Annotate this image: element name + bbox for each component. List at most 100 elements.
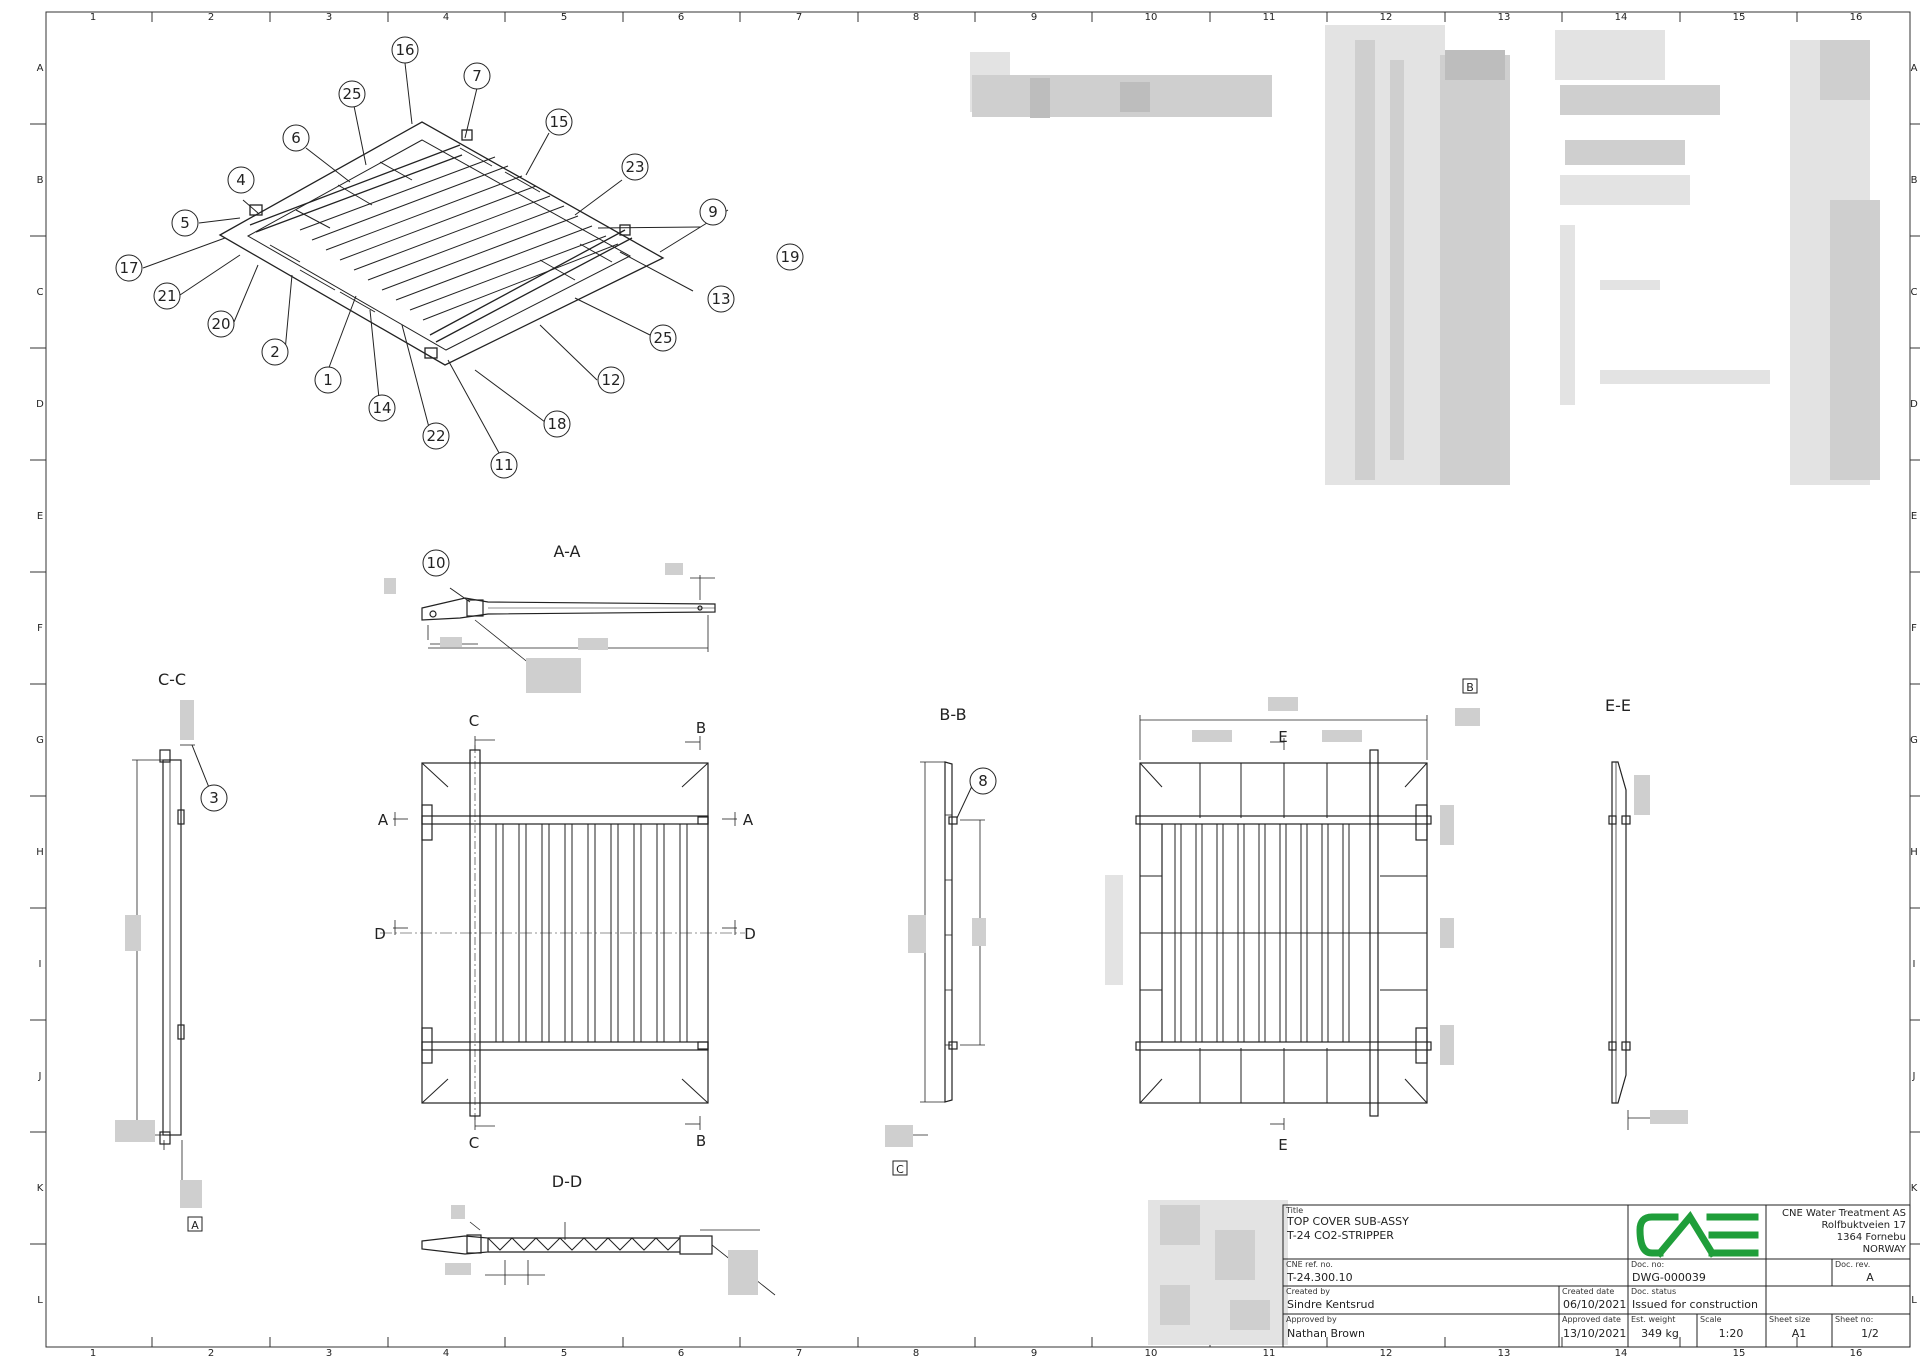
row-c-right: C (1911, 287, 1918, 298)
section-bb-label: B-B (939, 705, 966, 724)
cne-logo-c (1636, 1213, 1679, 1257)
callout-1: 1 (314, 366, 342, 394)
row-l-right: L (1911, 1295, 1917, 1306)
datum-c-label: C (896, 1163, 904, 1176)
datum-box-c: C (892, 1160, 908, 1176)
row-h-right: H (1910, 847, 1918, 858)
section-ee: E-E (1605, 696, 1650, 1130)
callout-1-label: 1 (323, 371, 333, 389)
tb-created-date-label: Created date (1562, 1287, 1614, 1296)
col-10-bottom: 10 (1145, 1348, 1158, 1359)
section-aa-label: A-A (554, 542, 581, 561)
tb-scale-value: 1:20 (1719, 1327, 1744, 1340)
callout-22-label: 22 (426, 427, 445, 445)
bb-profile (944, 761, 953, 1103)
callout-23: 23 (621, 153, 649, 181)
col-4-top: 4 (443, 12, 449, 23)
callout-6: 6 (282, 124, 310, 152)
row-e-right: E (1911, 511, 1917, 522)
col-5-top: 5 (561, 12, 567, 23)
callout-7: 7 (463, 62, 491, 90)
row-l-left: L (37, 1295, 43, 1306)
row-j-left: J (38, 1071, 42, 1082)
col-5-bottom: 5 (561, 1348, 567, 1359)
iso-callouts: 16 7 25 15 6 23 4 9 5 19 17 13 21 25 20 … (115, 36, 804, 479)
section-cc: C-C (132, 670, 213, 1190)
callout-5: 5 (171, 209, 199, 237)
section-dd: D-D (421, 1172, 776, 1296)
plan-cut-a-left: A (378, 811, 389, 829)
row-d-left: D (36, 399, 44, 410)
row-j-right: J (1912, 1071, 1916, 1082)
tb-ref-label: CNE ref. no. (1286, 1260, 1333, 1269)
callout-23-label: 23 (625, 158, 644, 176)
col-13-bottom: 13 (1498, 1348, 1511, 1359)
redacted-cc-dims (115, 700, 202, 1208)
row-e-left: E (37, 511, 43, 522)
frame-row-letters-left: A B C D E F G H I J K L (36, 63, 44, 1306)
col-3-top: 3 (326, 12, 332, 23)
col-12-bottom: 12 (1380, 1348, 1393, 1359)
row-i-left: I (39, 959, 42, 970)
row-h-left: H (36, 847, 44, 858)
iso-back-beam-1 (249, 144, 461, 226)
tb-docrev-label: Doc. rev. (1835, 1260, 1870, 1269)
iso-slats (299, 156, 619, 321)
row-k-right: K (1911, 1183, 1918, 1194)
plan2-top-cells (1140, 763, 1427, 1103)
row-f-left: F (37, 623, 43, 634)
plan-cut-b-top: B (696, 719, 706, 737)
row-b-right: B (1911, 175, 1918, 186)
section-dd-label: D-D (552, 1172, 582, 1191)
tb-created-by-label: Created by (1286, 1287, 1330, 1296)
cne-logo (1636, 1211, 1759, 1258)
row-f-right: F (1911, 623, 1917, 634)
tb-company-name: CNE Water Treatment AS (1782, 1208, 1906, 1219)
frame-column-numbers-top: 1 2 3 4 5 6 7 8 9 10 11 12 13 14 15 16 (90, 12, 1863, 23)
title-block-text: Title TOP COVER SUB-ASSY T-24 CO2-STRIPP… (1285, 1206, 1907, 1340)
callout-20: 20 (207, 310, 235, 338)
ee-profile (1611, 761, 1627, 1104)
col-3-bottom: 3 (326, 1348, 332, 1359)
row-g-left: G (36, 735, 44, 746)
callout-25b: 25 (649, 324, 677, 352)
col-10-top: 10 (1145, 12, 1158, 23)
isometric-view (218, 121, 665, 366)
plan2-cut-labels: E E (1278, 728, 1287, 1154)
row-c-left: C (37, 287, 44, 298)
plan-cut-d-right: D (744, 925, 756, 943)
iso-front-beam-2 (435, 237, 633, 343)
callout-14-label: 14 (372, 399, 391, 417)
plan-cut-labels: C C B B A A D D (374, 712, 756, 1152)
col-15-bottom: 15 (1733, 1348, 1746, 1359)
tb-docno-value: DWG-000039 (1632, 1271, 1706, 1284)
callout-12-label: 12 (601, 371, 620, 389)
callout-7-label: 7 (472, 67, 482, 85)
callout-4: 4 (227, 166, 255, 194)
tb-title-line2: T-24 CO2-STRIPPER (1286, 1229, 1394, 1242)
col-6-top: 6 (678, 12, 684, 23)
redacted-bb-dims (885, 915, 986, 1147)
iso-back-beam-2 (255, 154, 463, 233)
redacted-aa-dims (384, 563, 683, 693)
callout-19: 19 (776, 243, 804, 271)
callout-22: 22 (422, 422, 450, 450)
col-12-top: 12 (1380, 12, 1393, 23)
callout-4-label: 4 (236, 171, 246, 189)
col-14-top: 14 (1615, 12, 1628, 23)
redacted-ee-dims (1634, 775, 1688, 1124)
col-9-top: 9 (1031, 12, 1037, 23)
callout-8-label: 8 (978, 772, 988, 790)
callout-25a-label: 25 (342, 85, 361, 103)
col-2-bottom: 2 (208, 1348, 214, 1359)
col-6-bottom: 6 (678, 1348, 684, 1359)
callout-10-label: 10 (426, 554, 445, 572)
col-7-bottom: 7 (796, 1348, 802, 1359)
redacted-stamp (1148, 1200, 1288, 1345)
tb-title-line1: TOP COVER SUB-ASSY (1286, 1215, 1409, 1228)
iso-front-beam-1 (429, 229, 626, 336)
tb-docno-label: Doc. no: (1631, 1260, 1664, 1269)
plan-view (380, 736, 745, 1130)
col-11-top: 11 (1263, 12, 1276, 23)
col-7-top: 7 (796, 12, 802, 23)
